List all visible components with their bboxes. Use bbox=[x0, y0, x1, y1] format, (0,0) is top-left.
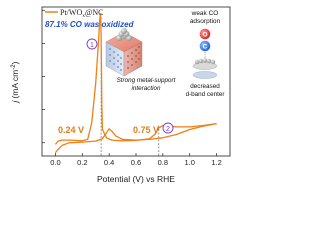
x-tick-label: 1.0 bbox=[184, 158, 194, 167]
oxidized-annotation: 87.1% CO was oxidized bbox=[45, 20, 135, 29]
onset-label-1: 0.24 V bbox=[58, 125, 84, 135]
svg-text:1: 1 bbox=[90, 42, 94, 49]
co-adsorption-inset: weak CO adsorption O C decreased d-band … bbox=[186, 10, 225, 98]
svg-text:2: 2 bbox=[166, 126, 170, 133]
legend-label: Pt/WOx@NC bbox=[60, 8, 103, 19]
catalyst-cube-illustration bbox=[105, 28, 143, 77]
x-tick-label: 1.2 bbox=[211, 158, 221, 167]
x-tick-label: 0.2 bbox=[77, 158, 87, 167]
y-axis-ticks bbox=[42, 9, 45, 144]
x-tick-label: 0.8 bbox=[158, 158, 168, 167]
interaction-text-line1: Strong metal-support bbox=[117, 77, 176, 84]
x-axis-label: Potential (V) vs RHE bbox=[97, 174, 175, 184]
svg-text:C: C bbox=[203, 44, 208, 51]
cv-chart: 0.0 0.2 0.4 0.6 0.8 1.0 1.2 Pt/WOx@NC 87.1% CO… bbox=[10, 6, 231, 184]
peak-marker-2: 2 bbox=[162, 122, 174, 134]
peak-marker-1: 1 bbox=[86, 38, 98, 50]
legend: Pt/WOx@NC bbox=[45, 8, 103, 19]
weak-co-line2: adsorption bbox=[190, 18, 221, 25]
y-axis-label: j(mA cm-2) bbox=[10, 61, 20, 103]
oxygen-atom bbox=[199, 28, 211, 40]
weak-co-line1: weak CO bbox=[191, 10, 219, 17]
x-tick-label: 0.6 bbox=[131, 158, 141, 167]
dband-line2: d-band center bbox=[186, 91, 225, 98]
svg-text:O: O bbox=[202, 32, 207, 39]
x-tick-label: 0.4 bbox=[104, 158, 114, 167]
interaction-text-line2: interaction bbox=[131, 85, 161, 92]
onset-label-2: 0.75 V bbox=[133, 125, 159, 135]
carbon-atom bbox=[199, 40, 211, 52]
x-axis-ticks: 0.0 0.2 0.4 0.6 0.8 1.0 1.2 bbox=[50, 153, 222, 167]
x-tick-label: 0.0 bbox=[50, 158, 60, 167]
dband-line1: decreased bbox=[190, 83, 220, 90]
series-line-reverse bbox=[54, 122, 217, 154]
